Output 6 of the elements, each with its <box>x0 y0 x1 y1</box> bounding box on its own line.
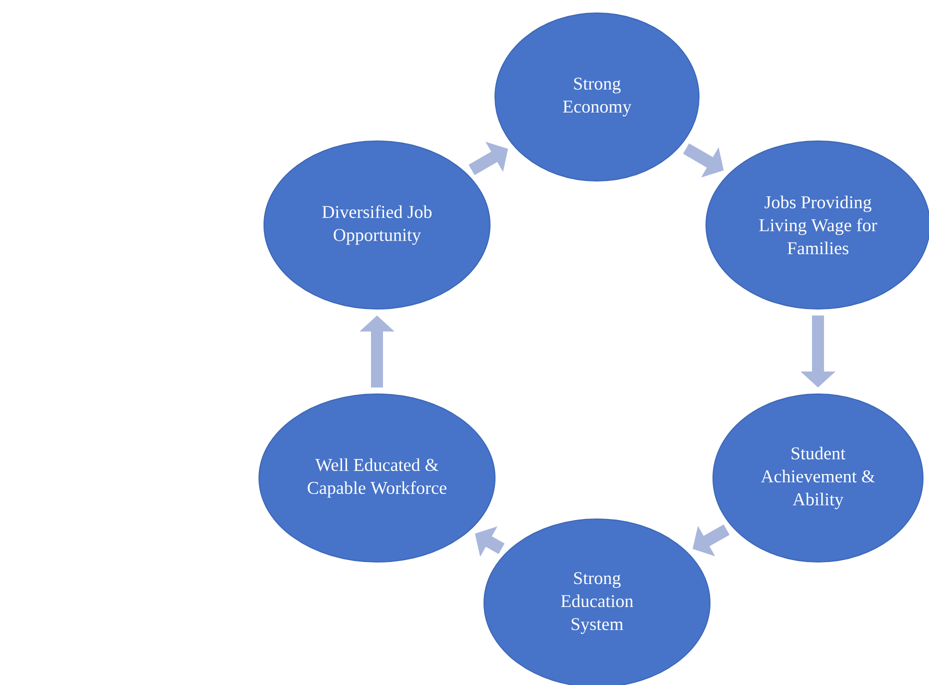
ellipse-node: Well Educated & Capable Workforce <box>258 394 496 562</box>
ellipse-node: Strong Education System <box>484 518 710 685</box>
ellipse-node: Strong Economy <box>494 12 700 182</box>
ellipse-node: Jobs Providing Living Wage for Families <box>706 140 929 310</box>
ellipse-node: Diversified Job Opportunity <box>264 140 490 310</box>
ellipse-node: Student Achievement & Ability <box>712 394 924 562</box>
